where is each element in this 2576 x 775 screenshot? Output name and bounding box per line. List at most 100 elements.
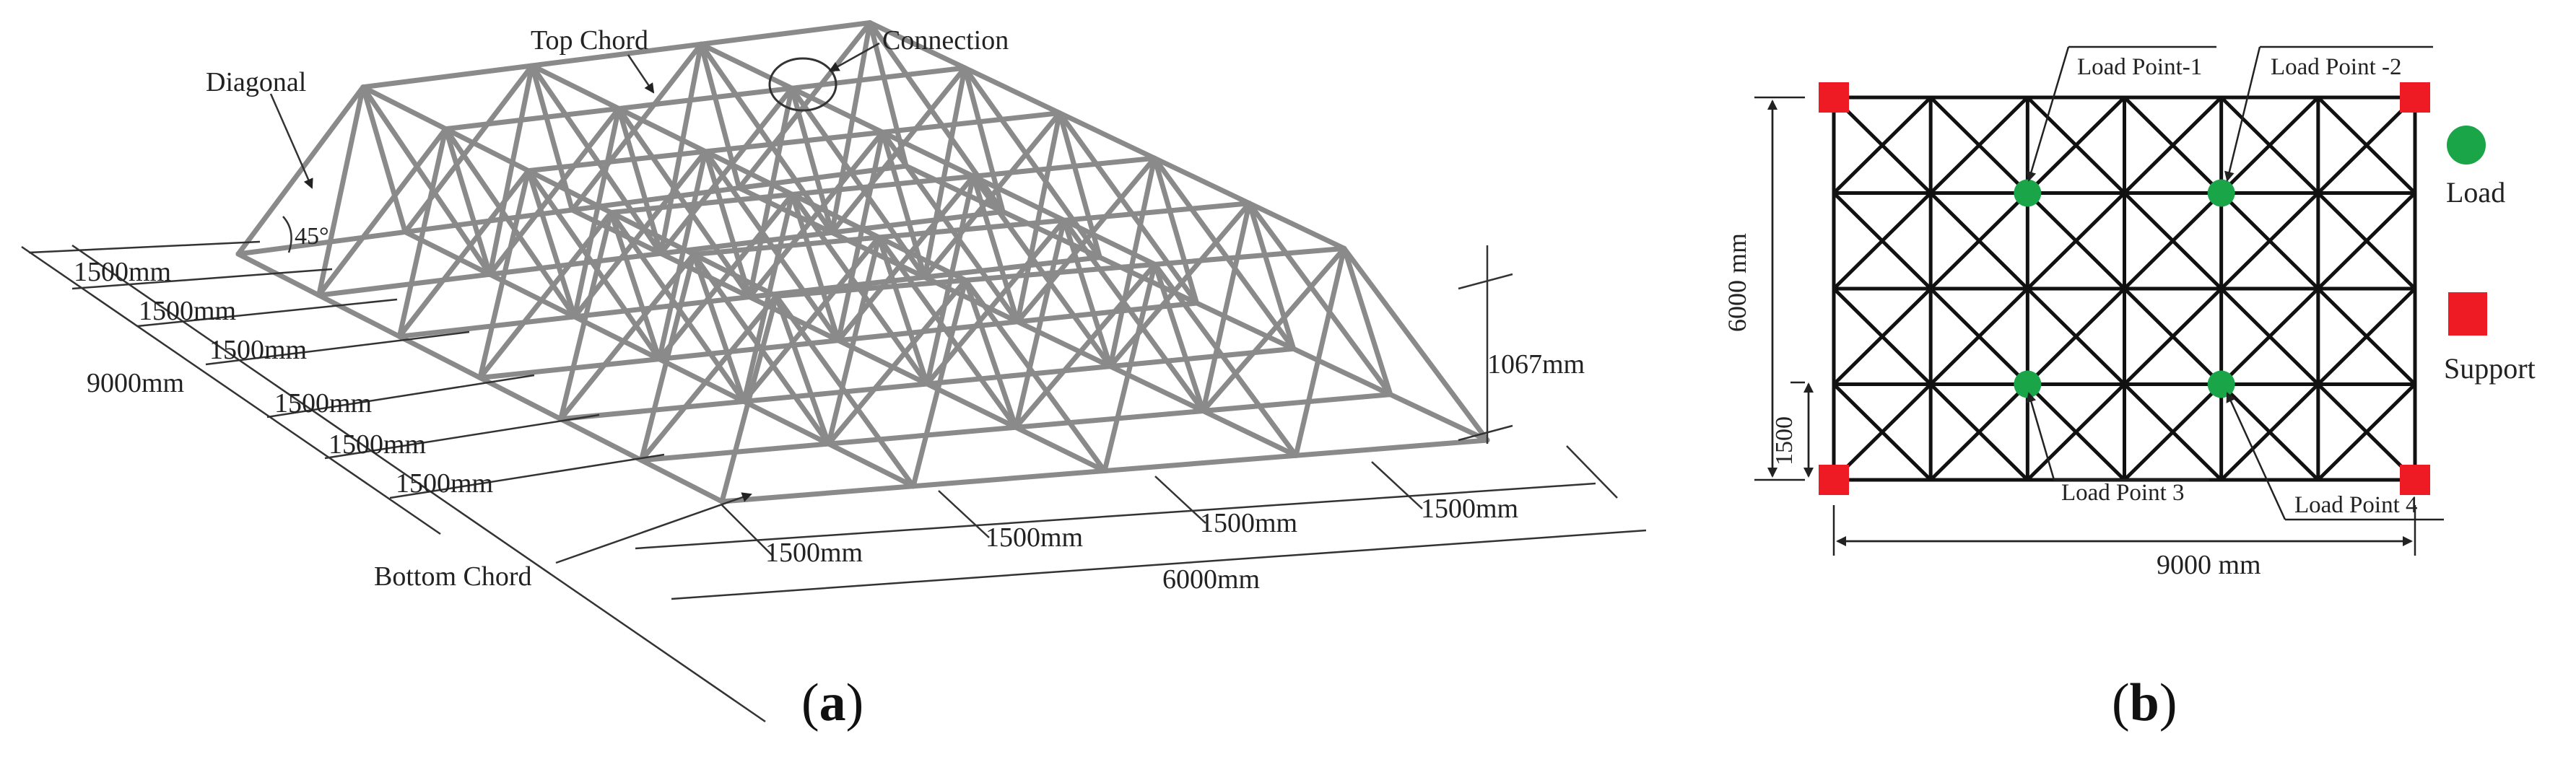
support-marker bbox=[2400, 465, 2430, 495]
diagonal-member bbox=[658, 85, 795, 256]
diagonal-member bbox=[1246, 201, 1297, 351]
grid-diagonal bbox=[2219, 382, 2320, 481]
diagonal-member bbox=[1061, 217, 1113, 369]
diagonal-member bbox=[879, 129, 1020, 325]
left-dim-label: 1500mm bbox=[396, 468, 493, 499]
diagonal-member bbox=[789, 85, 928, 280]
dimension-lines-a bbox=[21, 42, 1647, 723]
diagonal-member bbox=[691, 251, 747, 404]
diagonal-member bbox=[608, 210, 747, 404]
diagonal-member bbox=[867, 20, 1006, 214]
diagonal-member bbox=[970, 173, 1113, 369]
diagonal-member bbox=[826, 235, 882, 447]
grid-diagonal bbox=[2026, 191, 2126, 290]
dim-extension-line bbox=[1154, 476, 1206, 524]
diagonal-member bbox=[1108, 155, 1157, 369]
diagonal-member bbox=[658, 41, 704, 256]
diagonal-member bbox=[910, 277, 968, 489]
load-point-marker bbox=[2014, 370, 2042, 398]
diagonal-member bbox=[1014, 110, 1063, 325]
dim-9000mm-label: 9000 mm bbox=[2157, 550, 2261, 580]
diagonal-member bbox=[922, 65, 967, 280]
top-chord-member bbox=[443, 65, 967, 132]
diagonal-member bbox=[638, 251, 697, 463]
diagonal-member bbox=[477, 168, 531, 380]
diagonal-member bbox=[835, 129, 885, 343]
grid-diagonal bbox=[1832, 382, 1932, 481]
diagonal-member bbox=[970, 173, 1020, 325]
markers-b bbox=[1819, 82, 2430, 495]
grid-diagonal bbox=[1929, 96, 2029, 195]
lp3-leader bbox=[2026, 392, 2055, 481]
top-chord-member bbox=[691, 201, 1252, 257]
diagonal-member bbox=[558, 210, 614, 422]
diagonal-member bbox=[876, 235, 930, 387]
diagonal-member bbox=[702, 149, 752, 299]
bottom-dim-label: 1500mm bbox=[765, 538, 863, 568]
diagonal-member bbox=[1200, 201, 1252, 413]
diagonal-member bbox=[1341, 245, 1393, 398]
grid-diagonal bbox=[1929, 382, 2029, 481]
diagonal-member bbox=[702, 149, 841, 343]
diagonal-member bbox=[962, 277, 1108, 473]
diagonal-member bbox=[1152, 261, 1299, 458]
diagonal-member bbox=[1246, 201, 1393, 398]
lp1-leader bbox=[2026, 46, 2070, 182]
diagonal-member bbox=[829, 20, 873, 235]
grid-diagonal bbox=[1832, 287, 1932, 386]
diagonal-member bbox=[316, 84, 366, 298]
bottom-chord-label: Bottom Chord bbox=[374, 561, 532, 592]
diagonal-member bbox=[741, 235, 882, 404]
diagonal-member bbox=[1200, 245, 1347, 413]
panel-a: Top Chord Connection Diagonal 45° 1067mm… bbox=[21, 20, 1647, 732]
leader-lines-b bbox=[2026, 45, 2444, 521]
left-dim-label: 1500mm bbox=[139, 296, 236, 326]
support-marker bbox=[2400, 82, 2430, 113]
diagonal-member bbox=[1057, 110, 1199, 306]
legend-support-label: Support bbox=[2444, 352, 2536, 385]
diagonal-member bbox=[360, 84, 408, 235]
left-dim-label: 1500mm bbox=[328, 429, 426, 460]
diagonal-member bbox=[616, 105, 752, 299]
grid-diagonal bbox=[2219, 96, 2320, 195]
grid-diagonal bbox=[2123, 96, 2223, 195]
diagonal-member bbox=[396, 126, 448, 339]
load-point-2-label: Load Point -2 bbox=[2271, 54, 2401, 80]
diagonal-member bbox=[529, 63, 575, 213]
height-label: 1067mm bbox=[1487, 349, 1585, 380]
diagonal-member bbox=[656, 191, 795, 362]
diagonal-member bbox=[235, 84, 366, 257]
support-marker bbox=[1819, 465, 1849, 495]
load-point-marker bbox=[2014, 179, 2042, 207]
diagonal-member bbox=[1014, 155, 1157, 325]
dim-extension-line bbox=[136, 298, 398, 328]
diagonal-member bbox=[360, 84, 493, 277]
space-truss-drawing bbox=[235, 20, 1490, 504]
diagonal-member bbox=[1341, 245, 1490, 443]
diagonal-label: Diagonal bbox=[206, 67, 306, 97]
top-chord-leader bbox=[627, 54, 655, 94]
diagonal-member bbox=[922, 110, 1063, 280]
caption-b: (b) bbox=[2112, 673, 2177, 732]
diagonal-member bbox=[558, 251, 697, 422]
dim-extension-line bbox=[324, 413, 600, 460]
load-point-marker bbox=[2207, 370, 2235, 398]
diagonal-member bbox=[1102, 261, 1158, 473]
lp4-leader bbox=[2226, 392, 2286, 520]
diagonal-member bbox=[962, 277, 1019, 430]
top-chord-member bbox=[867, 20, 1347, 251]
grid-diagonal bbox=[2317, 191, 2416, 290]
legend-support-symbol bbox=[2448, 292, 2487, 336]
grid-diagonal bbox=[2123, 287, 2223, 386]
grid-plan bbox=[1832, 95, 2417, 482]
diagonal-member bbox=[316, 126, 448, 298]
diagonal-member bbox=[656, 149, 708, 362]
legend-load-label: Load bbox=[2446, 176, 2505, 209]
diagonal-member bbox=[747, 85, 795, 299]
caption-a: (a) bbox=[801, 673, 863, 732]
diagonal-member bbox=[826, 277, 968, 447]
grid-diagonal bbox=[2026, 382, 2126, 481]
diagonal-member bbox=[396, 168, 531, 339]
grid-diagonal bbox=[1832, 96, 1932, 195]
grid-diagonal bbox=[1832, 191, 1932, 290]
